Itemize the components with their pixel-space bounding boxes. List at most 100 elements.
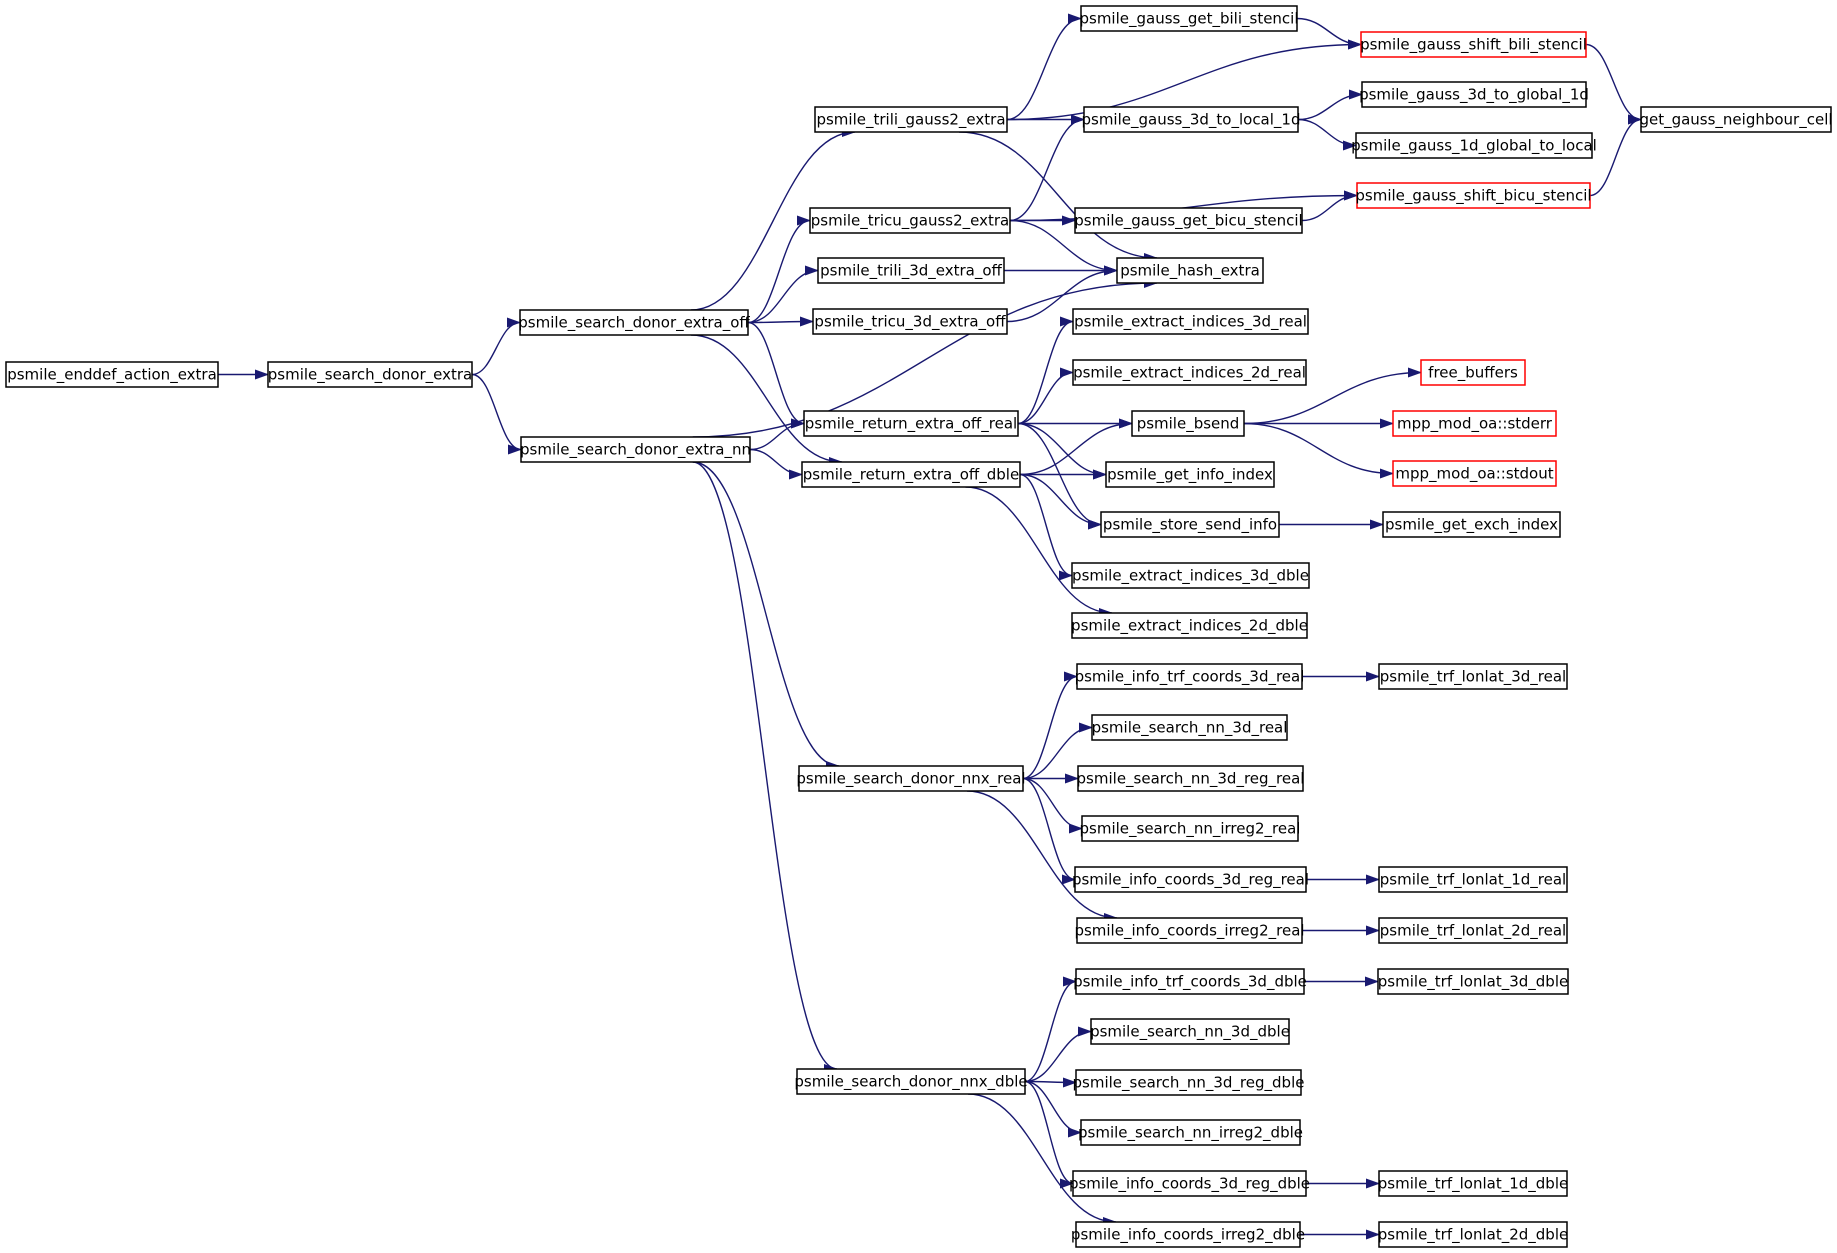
- node-psmile_info_trf_coords_3d_dble[interactable]: psmile_info_trf_coords_3d_dble: [1073, 968, 1307, 995]
- node-psmile_search_nn_irreg2_dble[interactable]: psmile_search_nn_irreg2_dble: [1078, 1119, 1303, 1146]
- node-psmile_get_exch_index[interactable]: psmile_get_exch_index: [1382, 511, 1561, 538]
- node-box: [803, 410, 1019, 437]
- node-label: psmile_search_nn_irreg2_real: [1080, 820, 1301, 839]
- node-psmile_search_donor_extra[interactable]: psmile_search_donor_extra: [267, 361, 473, 388]
- node-psmile_search_donor_extra_off[interactable]: psmile_search_donor_extra_off: [518, 309, 750, 336]
- edge-psmile_bsend-to-mpp_mod_oa::stdout: [1243, 422, 1394, 479]
- edge-psmile_search_donor_nnx_real-to-psmile_info_coords_irreg2_real: [966, 790, 1118, 923]
- edge-psmile_trili_gauss2_extra-to-psmile_gauss_shift_bili_stencil: [1006, 39, 1362, 121]
- node-psmile_info_coords_3d_reg_dble[interactable]: psmile_info_coords_3d_reg_dble: [1069, 1170, 1310, 1197]
- node-box: [1640, 106, 1832, 133]
- node-label: psmile_tricu_3d_extra_off: [814, 313, 1006, 332]
- node-psmile_trili_gauss2_extra[interactable]: psmile_trili_gauss2_extra: [814, 106, 1008, 133]
- node-box: [1091, 714, 1288, 741]
- node-psmile_gauss_shift_bicu_stencil[interactable]: psmile_gauss_shift_bicu_stencil: [1355, 182, 1592, 209]
- node-get_gauss_neighbour_cell[interactable]: get_gauss_neighbour_cell: [1639, 106, 1833, 133]
- node-psmile_store_send_info[interactable]: psmile_store_send_info: [1100, 511, 1280, 538]
- node-psmile_gauss_get_bicu_stencil[interactable]: psmile_gauss_get_bicu_stencil: [1074, 207, 1303, 234]
- node-label: psmile_search_nn_3d_real: [1092, 719, 1288, 738]
- node-box: [1355, 132, 1593, 159]
- node-psmile_info_coords_irreg2_real[interactable]: psmile_info_coords_irreg2_real: [1074, 917, 1305, 944]
- node-psmile_extract_indices_2d_real[interactable]: psmile_extract_indices_2d_real: [1072, 359, 1307, 386]
- node-psmile_extract_indices_3d_real[interactable]: psmile_extract_indices_3d_real: [1072, 308, 1309, 335]
- node-box: [1080, 1119, 1301, 1146]
- edge-psmile_return_extra_off_dble-to-psmile_extract_indices_3d_dble: [1019, 473, 1073, 581]
- node-psmile_trf_lonlat_2d_real[interactable]: psmile_trf_lonlat_2d_real: [1378, 917, 1568, 944]
- node-free_buffers[interactable]: free_buffers: [1420, 359, 1526, 386]
- node-label: psmile_info_coords_3d_reg_real: [1072, 871, 1309, 890]
- node-psmile_get_info_index[interactable]: psmile_get_info_index: [1105, 461, 1275, 488]
- node-psmile_return_extra_off_real[interactable]: psmile_return_extra_off_real: [803, 410, 1019, 437]
- node-box: [1090, 1018, 1290, 1045]
- edge-psmile_search_donor_nnx_dble-to-psmile_info_trf_coords_3d_dble: [1024, 976, 1077, 1083]
- node-label: psmile_extract_indices_3d_dble: [1072, 567, 1309, 586]
- edge-psmile_gauss_shift_bicu_stencil-to-get_gauss_neighbour_cell: [1589, 114, 1642, 197]
- node-box: [1071, 562, 1310, 589]
- node-mpp_mod_oa::stderr[interactable]: mpp_mod_oa::stderr: [1392, 410, 1557, 437]
- node-psmile_search_nn_3d_real[interactable]: psmile_search_nn_3d_real: [1091, 714, 1288, 741]
- node-box: [1356, 182, 1591, 209]
- node-box: [1382, 511, 1561, 538]
- node-psmile_tricu_3d_extra_off[interactable]: psmile_tricu_3d_extra_off: [812, 308, 1008, 335]
- node-box: [809, 207, 1011, 234]
- edge-psmile_search_donor_nnx_dble-to-psmile_info_coords_3d_reg_dble: [1024, 1080, 1074, 1189]
- node-label: psmile_gauss_shift_bicu_stencil: [1355, 187, 1591, 206]
- node-label: psmile_info_coords_3d_reg_dble: [1069, 1175, 1310, 1194]
- node-psmile_info_coords_irreg2_dble[interactable]: psmile_info_coords_irreg2_dble: [1071, 1221, 1305, 1248]
- node-label: psmile_trf_lonlat_3d_real: [1380, 668, 1566, 687]
- edge-psmile_tricu_gauss2_extra-to-psmile_hash_extra: [1009, 219, 1118, 276]
- node-psmile_gauss_get_bili_stencil[interactable]: psmile_gauss_get_bili_stencil: [1079, 5, 1299, 32]
- node-box: [1360, 31, 1587, 58]
- node-label: psmile_info_trf_coords_3d_dble: [1073, 973, 1307, 992]
- node-psmile_gauss_shift_bili_stencil[interactable]: psmile_gauss_shift_bili_stencil: [1360, 31, 1587, 58]
- node-box: [1392, 460, 1557, 487]
- node-psmile_gauss_3d_to_global_1d[interactable]: psmile_gauss_3d_to_global_1d: [1359, 81, 1589, 108]
- node-psmile_trf_lonlat_2d_dble[interactable]: psmile_trf_lonlat_2d_dble: [1378, 1221, 1568, 1248]
- node-psmile_info_trf_coords_3d_real[interactable]: psmile_info_trf_coords_3d_real: [1075, 663, 1305, 690]
- node-psmile_hash_extra[interactable]: psmile_hash_extra: [1116, 257, 1264, 284]
- edge-psmile_search_donor_nnx_real-to-psmile_info_trf_coords_3d_real: [1022, 671, 1078, 780]
- node-psmile_gauss_3d_to_local_1d[interactable]: psmile_gauss_3d_to_local_1d: [1081, 106, 1301, 133]
- node-psmile_search_nn_3d_reg_dble[interactable]: psmile_search_nn_3d_reg_dble: [1073, 1069, 1305, 1096]
- node-label: psmile_search_donor_extra_off: [518, 314, 750, 333]
- node-mpp_mod_oa::stdout[interactable]: mpp_mod_oa::stdout: [1392, 460, 1557, 487]
- edge-psmile_search_donor_nnx_real-to-psmile_info_coords_3d_reg_real: [1022, 777, 1076, 885]
- edge-psmile_search_donor_nnx_dble-to-psmile_info_coords_irreg2_dble: [967, 1093, 1117, 1227]
- node-label: psmile_tricu_gauss2_extra: [811, 212, 1009, 231]
- node-box: [5, 361, 219, 388]
- node-box: [1378, 1221, 1568, 1248]
- edge-psmile_search_donor_nnx_real-to-psmile_search_nn_3d_real: [1022, 722, 1093, 780]
- node-box: [814, 106, 1008, 133]
- node-label: psmile_get_exch_index: [1385, 516, 1558, 535]
- edge-psmile_search_donor_extra_nn-to-psmile_return_extra_off_dble: [749, 448, 803, 480]
- edge-psmile_gauss_shift_bili_stencil-to-get_gauss_neighbour_cell: [1585, 43, 1642, 125]
- node-psmile_trf_lonlat_1d_real[interactable]: psmile_trf_lonlat_1d_real: [1378, 866, 1568, 893]
- node-psmile_search_nn_3d_dble[interactable]: psmile_search_nn_3d_dble: [1090, 1018, 1290, 1045]
- node-psmile_search_donor_nnx_real[interactable]: psmile_search_donor_nnx_real: [796, 765, 1026, 792]
- node-psmile_return_extra_off_dble[interactable]: psmile_return_extra_off_dble: [801, 461, 1021, 488]
- node-psmile_info_coords_3d_reg_real[interactable]: psmile_info_coords_3d_reg_real: [1072, 866, 1309, 893]
- node-psmile_gauss_1d_global_to_local[interactable]: psmile_gauss_1d_global_to_local: [1351, 132, 1597, 159]
- node-psmile_tricu_gauss2_extra[interactable]: psmile_tricu_gauss2_extra: [809, 207, 1011, 234]
- node-psmile_extract_indices_2d_dble[interactable]: psmile_extract_indices_2d_dble: [1071, 612, 1308, 639]
- node-box: [1075, 1069, 1302, 1096]
- node-psmile_search_donor_extra_nn[interactable]: psmile_search_donor_extra_nn: [520, 436, 751, 463]
- node-psmile_bsend[interactable]: psmile_bsend: [1131, 410, 1245, 437]
- node-psmile_extract_indices_3d_dble[interactable]: psmile_extract_indices_3d_dble: [1071, 562, 1310, 589]
- node-label: psmile_search_donor_nnx_real: [796, 770, 1025, 789]
- node-psmile_search_donor_nnx_dble[interactable]: psmile_search_donor_nnx_dble: [794, 1068, 1028, 1095]
- node-box: [1378, 1170, 1568, 1197]
- node-box: [1076, 663, 1303, 690]
- node-psmile_trf_lonlat_1d_dble[interactable]: psmile_trf_lonlat_1d_dble: [1378, 1170, 1568, 1197]
- node-box: [1072, 308, 1309, 335]
- node-psmile_trili_3d_extra_off[interactable]: psmile_trili_3d_extra_off: [817, 257, 1005, 284]
- node-box: [520, 436, 751, 463]
- node-psmile_trf_lonlat_3d_dble[interactable]: psmile_trf_lonlat_3d_dble: [1377, 968, 1569, 995]
- node-psmile_search_nn_irreg2_real[interactable]: psmile_search_nn_irreg2_real: [1080, 815, 1301, 842]
- edge-psmile_search_donor_extra_nn-to-psmile_hash_extra: [692, 278, 1158, 438]
- node-psmile_trf_lonlat_3d_real[interactable]: psmile_trf_lonlat_3d_real: [1378, 663, 1568, 690]
- edge-psmile_search_donor_extra_off-to-psmile_tricu_gauss2_extra: [747, 215, 811, 324]
- node-label: free_buffers: [1428, 364, 1518, 383]
- node-psmile_enddef_action_extra[interactable]: psmile_enddef_action_extra: [5, 361, 219, 388]
- node-psmile_search_nn_3d_reg_real[interactable]: psmile_search_nn_3d_reg_real: [1077, 765, 1305, 792]
